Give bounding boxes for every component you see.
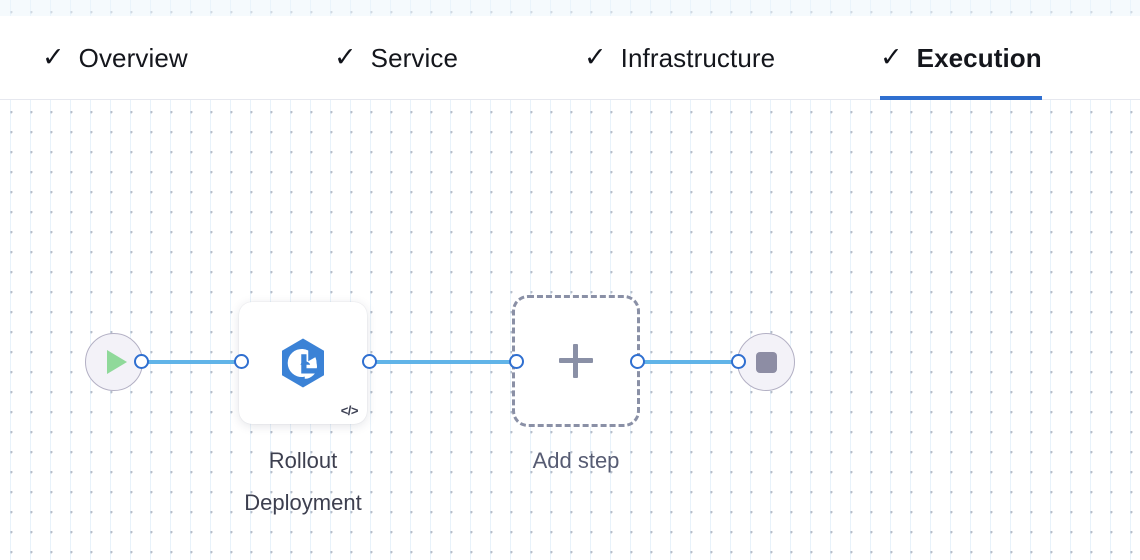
play-icon bbox=[107, 350, 127, 374]
tab-active-underline bbox=[880, 96, 1042, 100]
rollout-deployment-icon bbox=[282, 338, 324, 388]
tab-label: Execution bbox=[916, 43, 1042, 73]
edge-start-to-step bbox=[141, 360, 243, 364]
port-addstep-input[interactable] bbox=[509, 354, 524, 369]
execution-step-graph: </> Rollout Deployment Add step bbox=[0, 100, 1140, 560]
add-step-node[interactable] bbox=[512, 295, 640, 427]
step-node-label: Rollout Deployment bbox=[244, 448, 362, 515]
tab-label: Service bbox=[370, 43, 459, 73]
step-node-rollout-deployment[interactable]: </> bbox=[239, 302, 367, 424]
tab-label: Overview bbox=[78, 43, 188, 73]
port-start-output[interactable] bbox=[134, 354, 149, 369]
check-icon: ✓ bbox=[584, 41, 607, 72]
pipeline-stage-tabs: ✓ Overview ✓ Service ✓ Infrastructure ✓ … bbox=[0, 16, 1140, 100]
tab-label: Infrastructure bbox=[620, 43, 776, 73]
plus-icon bbox=[559, 344, 593, 378]
tab-overview[interactable]: ✓ Overview bbox=[20, 16, 210, 100]
code-badge-icon: </> bbox=[340, 403, 359, 418]
edge-step-to-addstep bbox=[369, 360, 519, 364]
port-addstep-output[interactable] bbox=[630, 354, 645, 369]
tab-execution[interactable]: ✓ Execution bbox=[858, 16, 1064, 100]
check-icon: ✓ bbox=[880, 41, 903, 72]
port-step-output[interactable] bbox=[362, 354, 377, 369]
check-icon: ✓ bbox=[42, 41, 65, 72]
pipeline-start-node[interactable] bbox=[85, 333, 143, 391]
add-step-label: Add step bbox=[532, 448, 620, 473]
edge-addstep-to-end bbox=[637, 360, 741, 364]
stop-icon bbox=[755, 351, 777, 373]
port-step-input[interactable] bbox=[234, 354, 249, 369]
tab-service[interactable]: ✓ Service bbox=[312, 16, 480, 100]
pipeline-end-node[interactable] bbox=[737, 333, 795, 391]
tab-infrastructure[interactable]: ✓ Infrastructure bbox=[562, 16, 797, 100]
check-icon: ✓ bbox=[334, 41, 357, 72]
port-end-input[interactable] bbox=[731, 354, 746, 369]
